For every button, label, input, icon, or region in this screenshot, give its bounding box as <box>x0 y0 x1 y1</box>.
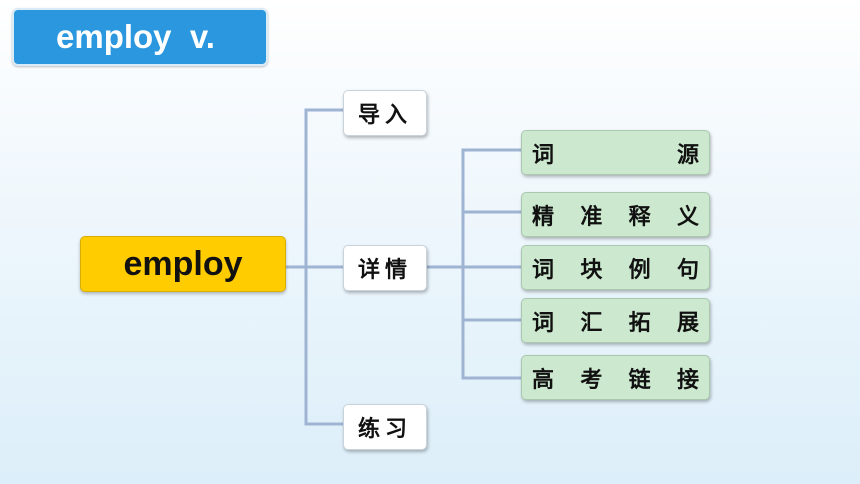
leaf-char: 句 <box>676 257 699 283</box>
leaf-vocabulary[interactable]: 词 汇 拓 展 <box>521 298 710 343</box>
leaf-char: 义 <box>676 204 699 230</box>
leaf-char: 词 <box>532 310 555 336</box>
leaf-char: 汇 <box>580 310 603 336</box>
leaf-exam[interactable]: 高 考 链 接 <box>521 355 710 400</box>
leaf-char: 链 <box>628 367 651 393</box>
leaf-char: 拓 <box>628 310 651 336</box>
leaf-char: 考 <box>580 367 603 393</box>
leaf-char: 块 <box>580 257 603 283</box>
leaf-char: 词 <box>532 142 555 168</box>
leaf-char: 准 <box>580 204 603 230</box>
leaf-char: 词 <box>532 257 555 283</box>
branch-details[interactable]: 详情 <box>343 245 427 291</box>
leaf-definition[interactable]: 精 准 释 义 <box>521 192 710 237</box>
leaf-char: 高 <box>532 367 555 393</box>
leaf-char: 例 <box>628 257 651 283</box>
leaf-char: 源 <box>676 142 699 168</box>
branch-practice[interactable]: 练习 <box>343 404 427 450</box>
leaf-char: 展 <box>676 310 699 336</box>
leaf-char: 释 <box>628 204 651 230</box>
branch-intro[interactable]: 导入 <box>343 90 427 136</box>
leaf-etymology[interactable]: 词 源 <box>521 130 710 175</box>
page-title: employ v. <box>12 8 268 66</box>
leaf-phrases[interactable]: 词 块 例 句 <box>521 245 710 290</box>
root-node[interactable]: employ <box>80 236 286 292</box>
leaf-char: 接 <box>676 367 699 393</box>
leaf-char: 精 <box>532 204 555 230</box>
